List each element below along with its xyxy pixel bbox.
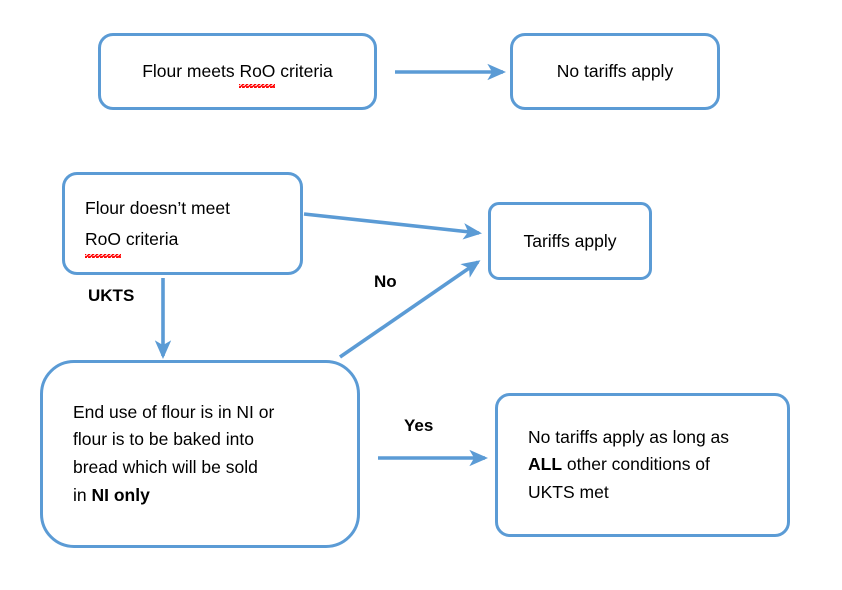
text-line: UKTS met <box>528 481 609 502</box>
node-flour-meets-roo-text: Flour meets RoO criteria <box>101 59 374 88</box>
edge-label-no: No <box>374 272 397 291</box>
node-flour-meets-roo[interactable]: Flour meets RoO criteria <box>98 33 377 110</box>
bold-text: ALL <box>528 454 563 475</box>
arrow-no-diagonal <box>338 260 481 359</box>
node-end-use-of-flour[interactable]: End use of flour is in NI or flour is to … <box>40 360 360 548</box>
node-end-use-of-flour-text: End use of flour is in NI or flour is to … <box>43 399 357 510</box>
edge-label-ukts: UKTS <box>88 286 135 305</box>
node-tariffs-apply-text: Tariffs apply <box>523 230 617 251</box>
text-line: Flour doesn’t meet <box>85 198 230 219</box>
node-no-tariffs-all-conditions[interactable]: No tariffs apply as long as ALL other con… <box>495 393 790 537</box>
node-no-tariffs-apply-text: No tariffs apply <box>556 61 674 82</box>
bold-text: NI only <box>91 484 150 505</box>
text-line: No tariffs apply as long as <box>528 426 730 447</box>
text-line: in NI only <box>73 484 150 505</box>
node-no-tariffs-all-conditions-text: No tariffs apply as long as ALL other con… <box>498 424 787 507</box>
node-tariffs-apply[interactable]: Tariffs apply <box>488 202 652 280</box>
text-line: End use of flour is in NI or <box>73 401 275 422</box>
arrow-doesnt-meet-to-tariffs <box>303 212 482 240</box>
spellcheck-underline: RoO <box>239 59 275 88</box>
node-no-tariffs-apply[interactable]: No tariffs apply <box>510 33 720 110</box>
spellcheck-underline: RoO <box>85 224 121 258</box>
text-line: ALL other conditions of <box>528 454 710 475</box>
edge-label-yes: Yes <box>404 416 434 435</box>
text-line: RoO criteria <box>85 224 280 258</box>
text-line: flour is to be baked into <box>73 429 254 450</box>
text-line: bread which will be sold <box>73 457 258 477</box>
